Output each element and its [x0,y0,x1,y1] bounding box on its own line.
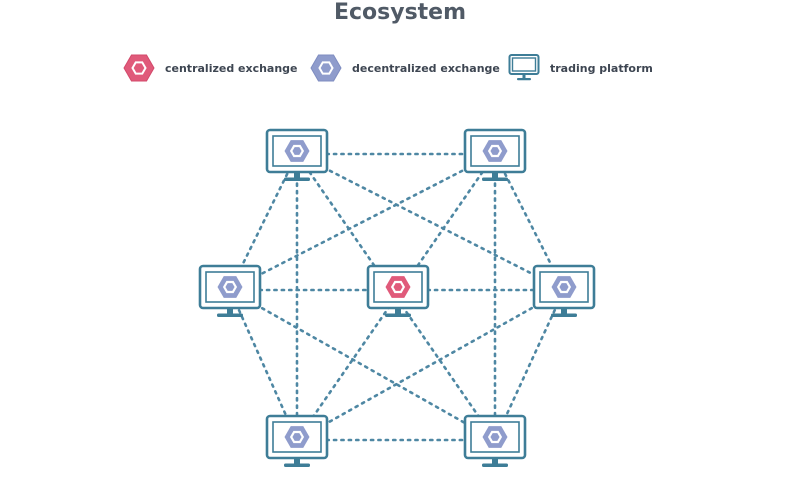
legend-decentralized-label: decentralized exchange [352,61,500,75]
monitor-base [551,313,577,317]
blue-hexagon-icon [284,426,310,448]
legend-decentralized: decentralized exchange [310,52,500,84]
monitor-base [217,313,243,317]
legend-centralized-label: centralized exchange [165,61,298,75]
blue-hexagon-icon [551,276,577,298]
blue-hexagon-icon [310,52,342,84]
trading-platform-bottom-right [463,414,527,467]
monitor-stand [227,308,233,314]
blue-hexagon-icon [217,276,243,298]
connection-line-middle-left-bottom-left [228,288,299,442]
monitor-stand [492,458,498,464]
trading-platform-top-left [265,128,329,181]
monitor-base [385,313,411,317]
monitor-base [482,177,508,181]
trading-platform-bottom-left [265,414,329,467]
red-hexagon-icon [385,276,411,298]
connection-line-top-left-bottom-right [295,152,497,442]
page-title: Ecosystem [333,0,467,25]
monitor-stand [492,172,498,178]
red-hexagon-icon [123,52,155,84]
monitor-stand [561,308,567,314]
monitor-base [284,177,310,181]
blue-hexagon-icon [482,140,508,162]
legend-centralized: centralized exchange [123,52,298,84]
connection-line-top-left-middle-right [295,152,566,292]
platform-nodes [198,128,596,467]
monitor-base [482,463,508,467]
monitor-stand [294,458,300,464]
monitor-icon [508,52,540,84]
monitor-base [284,463,310,467]
connection-line-middle-right-bottom-left [295,288,566,442]
connection-line-top-right-bottom-left [295,152,497,442]
monitor-stand [294,172,300,178]
connection-line-top-right-middle-left [228,152,497,292]
trading-platform-middle-left [198,264,262,317]
monitor-stand [395,308,401,314]
legend-platform-label: trading platform [550,61,653,75]
blue-hexagon-icon [482,426,508,448]
trading-platform-top-right [463,128,527,181]
blue-hexagon-icon [284,140,310,162]
trading-platform-middle-right [532,264,596,317]
legend-platform: trading platform [508,52,653,84]
connection-line-middle-right-bottom-right [493,288,566,442]
connection-line-middle-left-bottom-right [228,288,497,442]
trading-platform-center [366,264,430,317]
